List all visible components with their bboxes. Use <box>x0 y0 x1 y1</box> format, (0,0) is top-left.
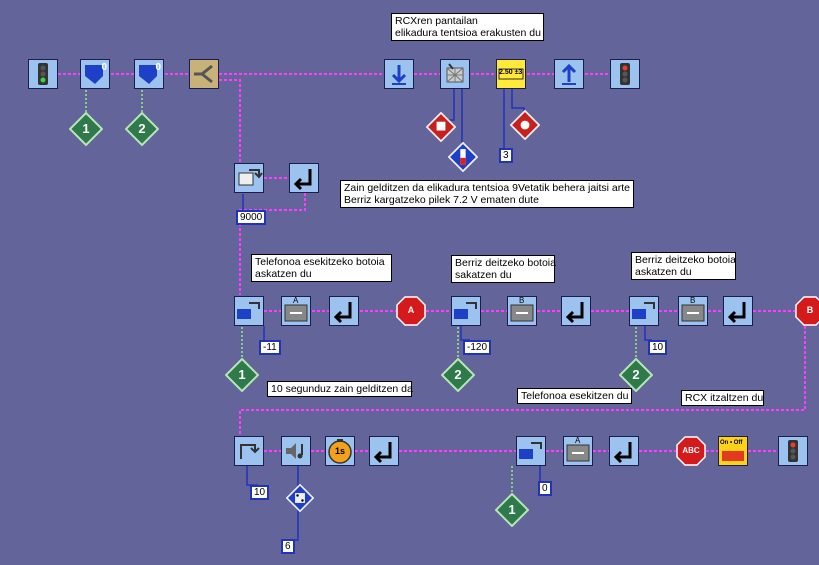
battery-sensor-diamond[interactable] <box>447 141 479 173</box>
return-arrow-icon <box>373 442 392 464</box>
return-arrow-icon <box>333 302 352 324</box>
diamond-2-mid-b[interactable]: 2 <box>618 357 654 393</box>
note-release-redial-1: Berriz deitzeko botoia sakatzen du <box>451 255 556 283</box>
note-turns-off: RCX itzaltzen du <box>681 390 764 406</box>
loop-block-b-2[interactable] <box>629 296 659 326</box>
wait-sensor-icon <box>238 169 263 186</box>
counter-2-value: 0 <box>155 62 161 73</box>
counter-1-value: 0 <box>101 62 107 73</box>
motor-a-block-1[interactable]: A <box>281 296 311 326</box>
motor-b-block-2[interactable]: B <box>678 296 708 326</box>
sound-value[interactable]: 6 <box>281 539 295 554</box>
stop-sign-icon <box>676 436 706 466</box>
net-icon <box>446 63 464 83</box>
wait-time-value[interactable]: 10 <box>250 485 270 500</box>
note-release-pickup: Telefonoa esekitzeko botoia askatzen du <box>251 254 392 282</box>
display-block[interactable]: 2.50 ±3 <box>496 59 526 89</box>
motor-a-block-2[interactable]: A <box>563 436 593 466</box>
stop-b-block[interactable]: B <box>795 296 819 326</box>
start-block[interactable] <box>28 59 58 89</box>
loop-end-block-3[interactable] <box>723 296 753 326</box>
traffic-light-green-icon <box>38 63 48 85</box>
wait-end-block[interactable] <box>289 163 319 193</box>
loop-block-a-2[interactable] <box>516 436 546 466</box>
end-block-2[interactable] <box>778 436 808 466</box>
counter-reset-block-2[interactable]: 0 <box>134 59 164 89</box>
note-release-redial-2: Berriz deitzeko botoia askatzen du <box>631 252 736 280</box>
motor-a-2-value[interactable]: 0 <box>538 481 552 496</box>
loop-motor-icon <box>519 442 542 459</box>
return-arrow-icon <box>613 442 632 464</box>
container-up-block[interactable] <box>554 59 584 89</box>
wait-threshold-value[interactable]: 9000 <box>236 210 267 225</box>
motor-b-2-value[interactable]: 10 <box>648 340 668 355</box>
on-off-block[interactable]: On • Off <box>718 436 748 466</box>
motor-b-block-1[interactable]: B <box>507 296 537 326</box>
return-arrow-icon <box>727 302 746 324</box>
sensor-1-diamond[interactable] <box>425 111 457 143</box>
sound-block[interactable] <box>281 436 311 466</box>
loop-end-block-1[interactable] <box>329 296 359 326</box>
sensor-2-diamond[interactable] <box>509 109 541 141</box>
loop-motor-icon <box>632 302 655 319</box>
loop-end-block-2[interactable] <box>561 296 591 326</box>
return-arrow-icon <box>293 169 312 191</box>
motor-icon <box>566 444 590 462</box>
display-box-label: 2.50 ±3 <box>499 69 523 76</box>
stop-sign-icon <box>396 296 426 326</box>
motor-icon <box>681 304 705 322</box>
lcd-display-icon <box>498 68 524 80</box>
speaker-note-icon <box>286 443 303 459</box>
wait-until-block[interactable] <box>234 163 264 193</box>
arrow-down-icon <box>391 65 407 85</box>
container-down-block[interactable] <box>384 59 414 89</box>
wait-end-block-2[interactable] <box>369 436 399 466</box>
timer-icon <box>328 439 352 464</box>
stop-all-block[interactable]: ABC <box>676 436 706 466</box>
note-rcx-display: RCXren pantailan elikadura tentsioa erak… <box>391 13 544 41</box>
power-icon <box>722 451 744 461</box>
diamond-1-bottom[interactable]: 1 <box>494 492 530 528</box>
counter-icon <box>139 65 157 84</box>
return-arrow-icon <box>565 302 584 324</box>
motor-icon <box>510 304 534 322</box>
counter-reset-block-1[interactable]: 0 <box>80 59 110 89</box>
sensor-watch-block[interactable] <box>440 59 470 89</box>
loop-motor-icon <box>237 302 260 319</box>
fork-icon <box>194 64 213 84</box>
wait-icon <box>240 444 260 459</box>
display-value[interactable]: 3 <box>499 148 513 163</box>
fork-block[interactable] <box>189 59 219 89</box>
note-wait-10s: 10 segunduz zain gelditzen da <box>267 381 413 397</box>
diamond-1-top[interactable]: 1 <box>68 111 104 147</box>
note-wait-voltage: Zain gelditzen da elikadura tentsioa 9Ve… <box>340 180 634 208</box>
loop-motor-icon <box>454 302 477 319</box>
loop-end-block-4[interactable] <box>609 436 639 466</box>
motor-a-1-value[interactable]: -11 <box>259 340 281 355</box>
traffic-light-red-icon <box>788 440 798 462</box>
end-block-1[interactable] <box>610 59 640 89</box>
timer-block[interactable]: 1s <box>325 436 355 466</box>
diamond-2-mid-a[interactable]: 2 <box>440 357 476 393</box>
diamond-1-mid[interactable]: 1 <box>224 357 260 393</box>
loop-block-b[interactable] <box>451 296 481 326</box>
traffic-light-red-icon <box>620 63 630 85</box>
loop-block-a[interactable] <box>234 296 264 326</box>
diamond-2-top[interactable]: 2 <box>124 111 160 147</box>
motor-icon <box>284 304 308 322</box>
note-hangs-up: Telefonoa esekitzen du <box>517 388 632 404</box>
wait-block[interactable] <box>234 436 264 466</box>
motor-b-value[interactable]: -120 <box>463 340 492 355</box>
arrow-up-icon <box>561 63 577 85</box>
stop-a-block[interactable]: A <box>396 296 426 326</box>
sound-diamond[interactable] <box>285 483 315 513</box>
counter-icon <box>85 65 103 84</box>
